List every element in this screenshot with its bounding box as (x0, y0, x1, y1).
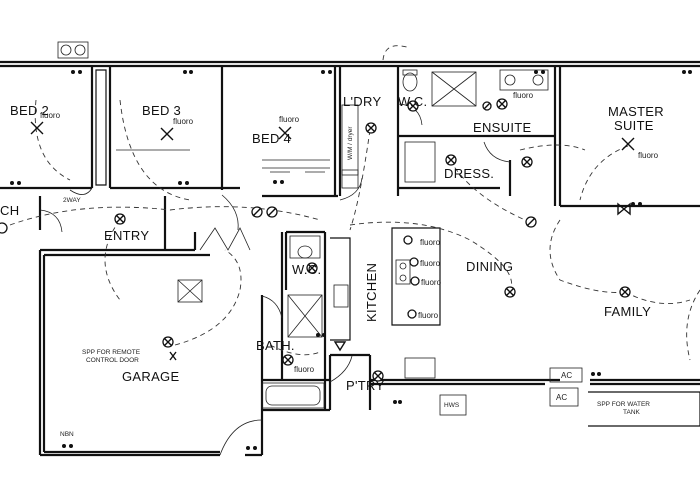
label-porch: CH (0, 203, 19, 218)
downlight-icons (0, 98, 631, 382)
label-master-1: MASTER (608, 104, 664, 119)
note-spp-water-1: SPP FOR WATER (597, 401, 650, 408)
note-fluoro-bed3: fluoro (173, 117, 194, 126)
walls (0, 60, 700, 457)
annotation-notes: fluoro fluoro fluoro fluoro fluoro fluor… (40, 91, 659, 438)
label-wc-top: W.C. (398, 94, 427, 109)
fixtures (57, 41, 583, 456)
label-bed2: BED 2 (10, 103, 49, 118)
note-fluoro-bath: fluoro (294, 365, 315, 374)
label-dress: DRESS. (444, 166, 494, 181)
label-entry: ENTRY (104, 228, 149, 243)
label-master-2: SUITE (614, 118, 654, 133)
note-spp-remote-2: CONTROL DOOR (86, 357, 139, 364)
room-labels: BED 2 BED 3 BED 4 L'DRY W.C. ENSUITE MAS… (0, 94, 664, 393)
note-spp-remote-1: SPP FOR REMOTE (82, 349, 141, 356)
label-pantry: P'TRY (346, 378, 384, 393)
label-kitchen: KITCHEN (364, 263, 379, 322)
note-fluoro-bed2: fluoro (40, 111, 61, 120)
label-bath: BATH. (256, 338, 295, 353)
note-ac-1: AC (561, 371, 572, 380)
note-hws: HWS (444, 402, 460, 409)
label-family: FAMILY (604, 304, 651, 319)
note-fluoro-k1: fluoro (420, 238, 441, 247)
note-2way: 2WAY (63, 197, 81, 204)
note-fluoro-ensuite: fluoro (513, 91, 534, 100)
note-ac-2: AC (556, 393, 567, 402)
note-fluoro-k2: fluoro (420, 259, 441, 268)
note-nbn: NBN (60, 431, 74, 438)
label-garage: GARAGE (122, 369, 179, 384)
note-wm-dryer: W/M / dryer (347, 126, 354, 160)
label-bed4: BED 4 (252, 131, 291, 146)
note-fluoro-k3: fluoro (421, 278, 442, 287)
light-symbols (0, 70, 692, 450)
note-fluoro-k4: fluoro (418, 311, 439, 320)
label-laundry: L'DRY (343, 94, 381, 109)
label-dining: DINING (466, 259, 513, 274)
label-ensuite: ENSUITE (473, 120, 531, 135)
note-fluoro-master: fluoro (638, 151, 659, 160)
note-spp-water-2: TANK (623, 409, 641, 416)
note-fluoro-bed4: fluoro (279, 115, 300, 124)
label-wc-mid: W.C. (292, 262, 321, 277)
wiring-paths (9, 45, 700, 361)
label-bed3: BED 3 (142, 103, 181, 118)
